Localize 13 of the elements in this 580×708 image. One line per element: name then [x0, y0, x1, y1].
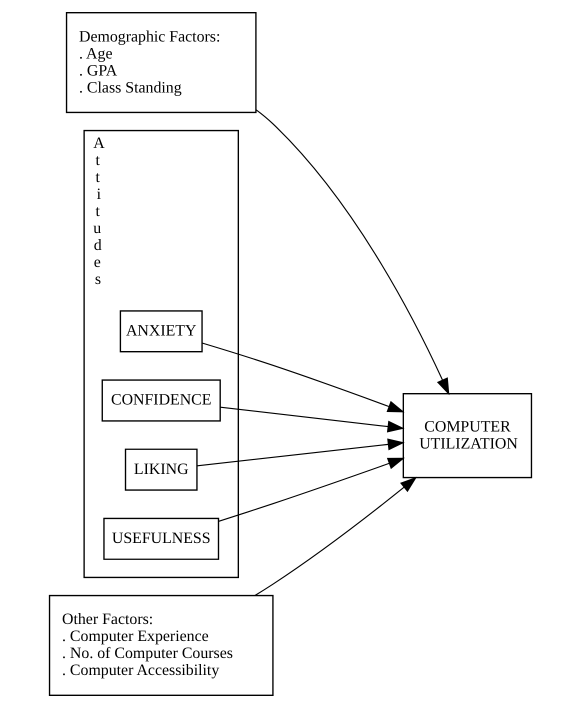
node-box: ANXIETY — [119, 310, 202, 352]
node-box: Demographic Factors: . Age . GPA . Class Standing — [65, 12, 256, 114]
arrow — [202, 342, 404, 412]
node-box: COMPUTER UTILIZATION — [402, 393, 532, 478]
node-box: LIKING — [124, 448, 198, 491]
arrow — [254, 476, 417, 596]
arrow — [196, 438, 404, 466]
node-box: Other Factors: . Computer Experience . No. of Computer Courses . Computer Accessibility — [48, 594, 274, 696]
arrow — [255, 109, 449, 396]
node-box: CONFIDENCE — [101, 379, 220, 422]
node-box: USEFULNESS — [102, 518, 219, 560]
arrow — [218, 458, 404, 522]
arrow — [220, 406, 404, 432]
